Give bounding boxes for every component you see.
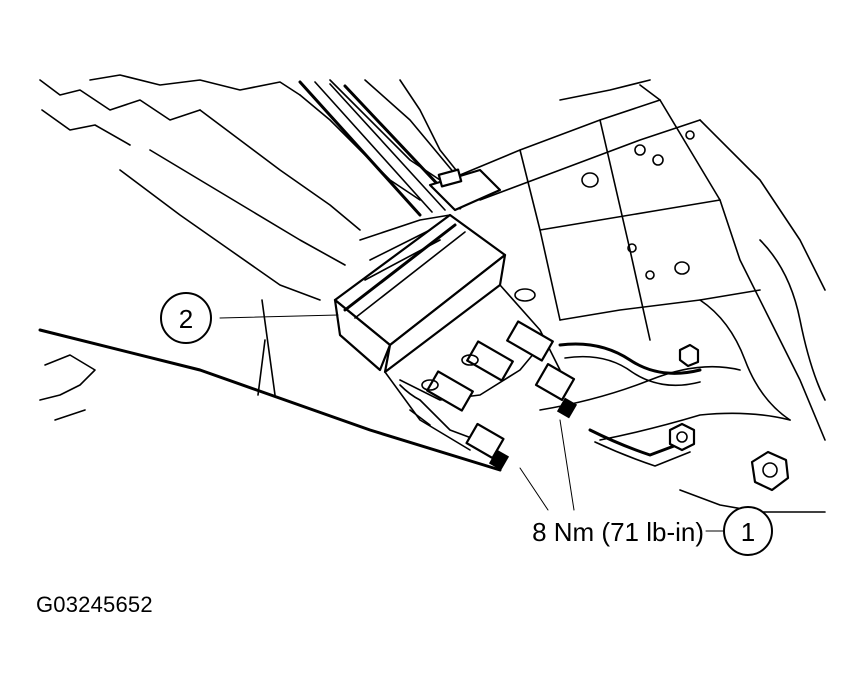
callout-1-number: 1 <box>741 517 755 547</box>
switch-assembly <box>333 168 578 471</box>
vehicle-structure-lines <box>38 74 826 513</box>
callout-2-number: 2 <box>179 304 193 334</box>
leader-lines <box>219 314 726 532</box>
figure-id: G03245652 <box>36 592 153 617</box>
callout-2: 2 <box>160 292 212 344</box>
torque-spec-label: 8 Nm (71 lb-in) <box>532 517 704 547</box>
callout-1: 1 8 Nm (71 lb-in) <box>532 506 773 556</box>
